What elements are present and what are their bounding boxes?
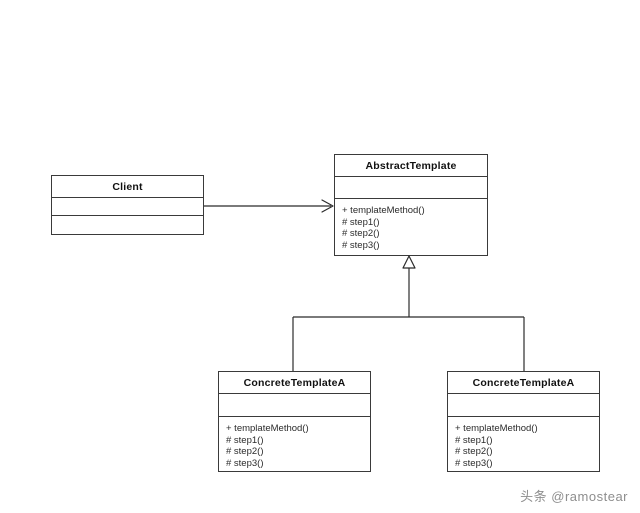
operation-row: # step1(): [342, 216, 380, 228]
operation-row: + templateMethod(): [455, 423, 538, 434]
operation-row: # step3(): [455, 457, 493, 469]
uml-class-concrete-template-a[interactable]: ConcreteTemplateA + templateMethod() # s…: [218, 371, 371, 472]
uml-class-concrete-template-b[interactable]: ConcreteTemplateA + templateMethod() # s…: [447, 371, 600, 472]
operation-row: # step2(): [342, 228, 380, 239]
operation-row: + templateMethod(): [226, 423, 309, 434]
uml-class-abstract-template[interactable]: AbstractTemplate + templateMethod() # st…: [334, 154, 488, 256]
operation-row: # step1(): [226, 434, 264, 446]
operation-row: # step1(): [455, 434, 493, 446]
class-operations-abstract-template: + templateMethod() # step1() # step2() #…: [335, 199, 487, 255]
class-title-client: Client: [52, 176, 203, 198]
class-attributes-concrete-template-a: [219, 394, 370, 417]
operation-row: # step3(): [226, 457, 264, 469]
operation-row: # step3(): [342, 239, 380, 251]
class-attributes-concrete-template-b: [448, 394, 599, 417]
hollow-triangle-arrowhead-icon: [402, 255, 416, 269]
class-operations-concrete-template-a: + templateMethod() # step1() # step2() #…: [219, 417, 370, 471]
operation-row: # step2(): [226, 446, 264, 457]
class-operations-concrete-template-b: + templateMethod() # step1() # step2() #…: [448, 417, 599, 471]
class-title-concrete-template-a: ConcreteTemplateA: [219, 372, 370, 394]
watermark-label: 头条 @ramostear: [520, 489, 628, 504]
connector-generalization-tree: [292, 255, 525, 371]
operation-row: + templateMethod(): [342, 205, 425, 216]
open-arrowhead-icon: [321, 199, 334, 213]
operation-row: # step2(): [455, 446, 493, 457]
class-attributes-abstract-template: [335, 177, 487, 199]
connector-client-to-abstract-template: [204, 199, 334, 213]
class-attributes-client: [52, 198, 203, 216]
class-title-concrete-template-b: ConcreteTemplateA: [448, 372, 599, 394]
class-title-abstract-template: AbstractTemplate: [335, 155, 487, 177]
class-operations-client: [52, 216, 203, 234]
uml-class-client[interactable]: Client: [51, 175, 204, 235]
